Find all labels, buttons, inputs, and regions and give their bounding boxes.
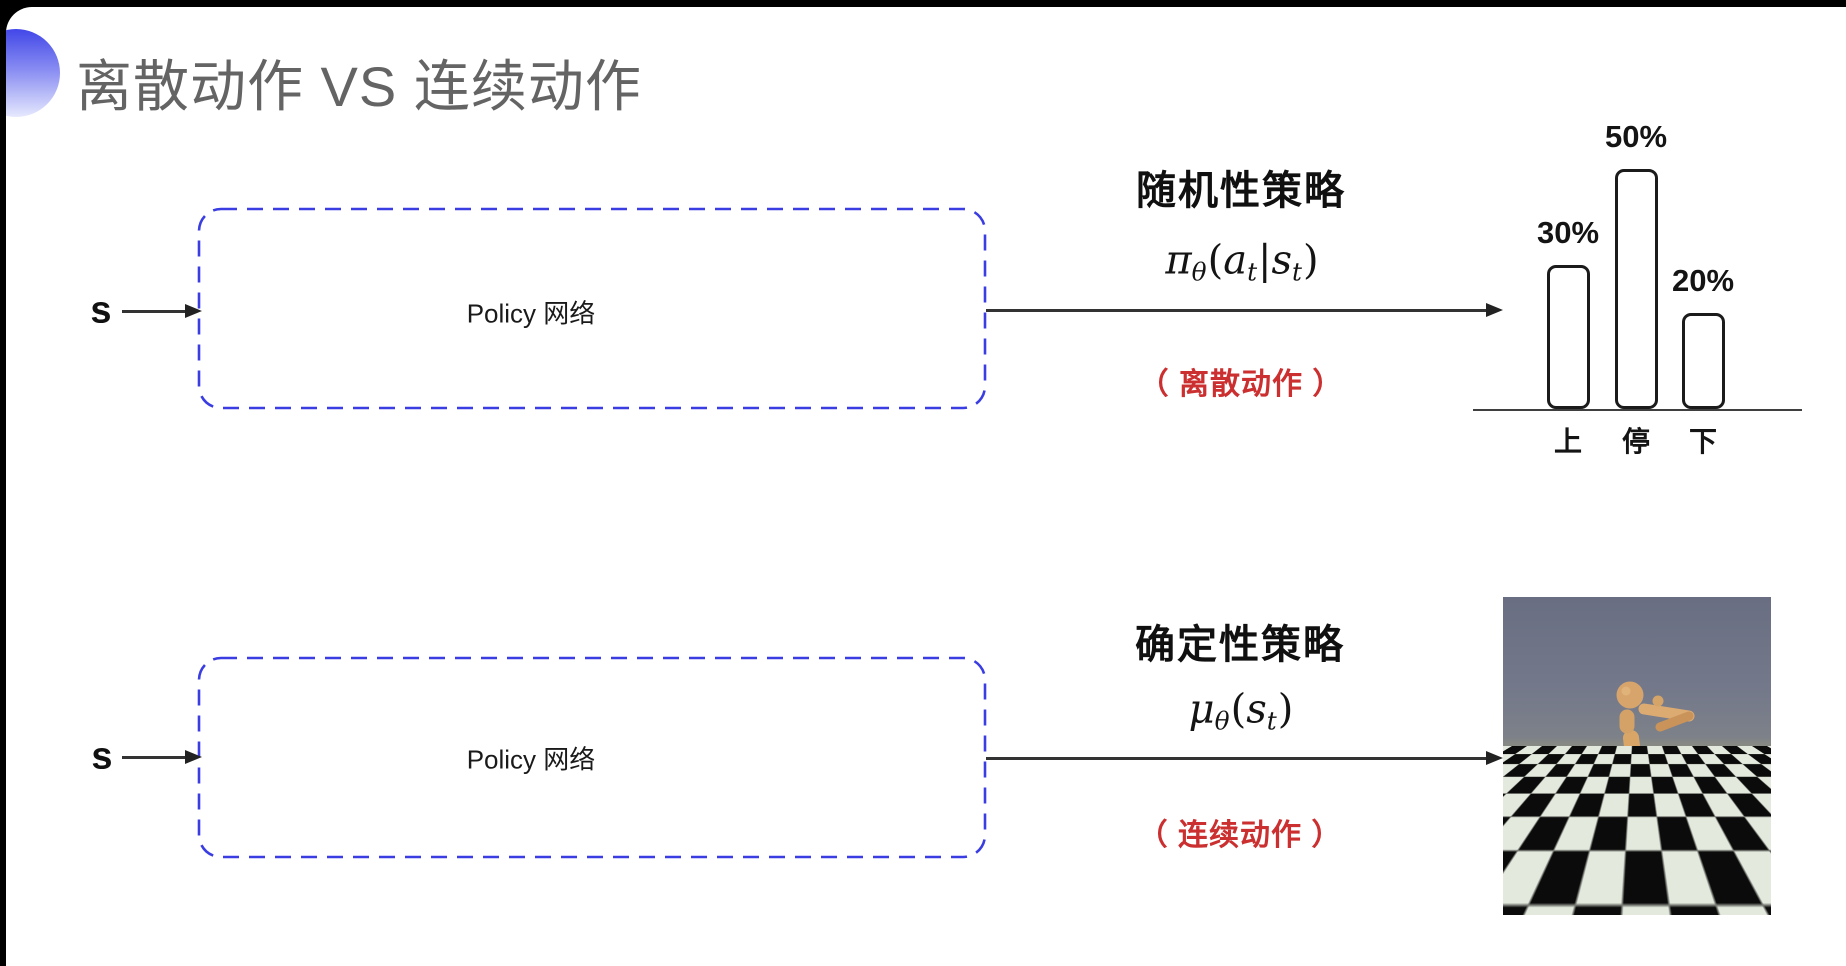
robot-bent-shin [1650, 825, 1670, 852]
accent-circle-icon [6, 29, 60, 117]
policy-box-label-bottom: Policy 网络 [467, 740, 596, 777]
formula-segment: s [1246, 686, 1267, 732]
formula-segment: a [1223, 237, 1247, 283]
robot-fist [1653, 696, 1664, 707]
probability-bar [1682, 313, 1725, 409]
formula-segment: t [1247, 258, 1257, 287]
probability-bar-category: 下 [1689, 420, 1717, 460]
arrowhead-icon [1486, 303, 1503, 317]
formula-segment: t [1267, 707, 1277, 736]
policy-type-title-deterministic: 确定性策略 [1135, 612, 1345, 670]
state-label-bottom: s [91, 736, 112, 779]
action-note-discrete: （ 离散动作 ） [1139, 359, 1344, 403]
robot-foot [1643, 863, 1650, 865]
formula-deterministic: μθ(st) [1189, 686, 1294, 735]
probability-bar-value: 20% [1672, 263, 1734, 299]
humanoid-simulation-image [1503, 597, 1771, 915]
formula-segment: t [1292, 258, 1302, 287]
policy-box-label-top: Policy 网络 [467, 294, 596, 331]
probability-bar-value: 30% [1537, 215, 1599, 251]
formula-segment: μ [1189, 686, 1215, 732]
arrow-state-to-box-bottom [122, 756, 186, 759]
formula-segment: ) [1303, 237, 1319, 283]
chart-baseline [1473, 409, 1802, 411]
formula-segment: s [1272, 237, 1293, 283]
robot-head [1617, 682, 1644, 709]
page-title: 离散动作 VS 连续动作 [76, 42, 642, 123]
probability-bar-category: 停 [1622, 420, 1650, 460]
formula-stochastic: πθ(at|st) [1165, 237, 1318, 286]
arrow-box-to-output-top [986, 309, 1487, 312]
robot-chest [1631, 738, 1632, 746]
formula-segment: ) [1278, 686, 1294, 732]
arrow-state-to-box-top [122, 310, 186, 313]
humanoid-robot-figure [1503, 597, 1771, 915]
arrowhead-icon [1486, 751, 1503, 765]
action-note-continuous: （ 连续动作 ） [1138, 810, 1343, 854]
state-label-top: s [90, 290, 111, 333]
formula-segment: ( [1208, 237, 1224, 283]
robot-pelvis [1630, 777, 1634, 784]
robot-folded-foot [1597, 830, 1611, 844]
probability-bar [1547, 265, 1590, 409]
probability-bar-value: 50% [1605, 119, 1667, 155]
robot-abdomen [1635, 757, 1636, 764]
robot-head-highlight [1622, 687, 1631, 696]
policy-type-title-stochastic: 随机性策略 [1136, 158, 1346, 216]
formula-segment: θ [1192, 258, 1207, 287]
probability-bar-category: 上 [1554, 420, 1582, 460]
slide-stage: 离散动作 VS 连续动作 s Policy 网络 随机性策略 πθ(at|st)… [6, 7, 1846, 966]
slide-background: 离散动作 VS 连续动作 s Policy 网络 随机性策略 πθ(at|st)… [6, 7, 1846, 966]
probability-bar [1615, 169, 1658, 409]
robot-folded-shin [1607, 838, 1643, 843]
arrow-box-to-output-bottom [986, 757, 1487, 760]
formula-segment: π [1165, 237, 1191, 283]
formula-segment: θ [1215, 707, 1230, 736]
formula-segment: ( [1231, 686, 1247, 732]
arrowhead-icon [185, 750, 202, 764]
formula-segment: | [1258, 237, 1271, 283]
arrowhead-icon [185, 304, 202, 318]
